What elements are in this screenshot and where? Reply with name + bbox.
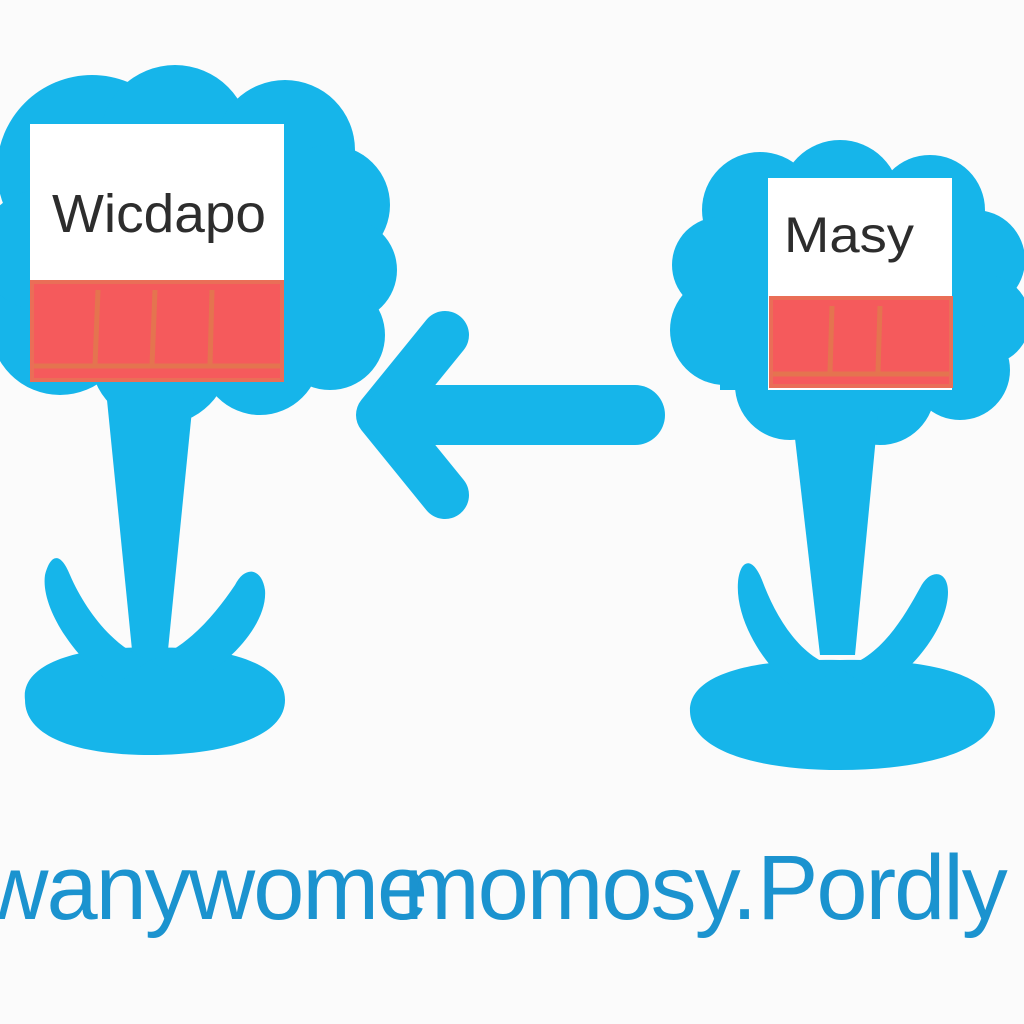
right-card: Masy [768, 178, 953, 390]
right-node: Masy [670, 140, 1024, 770]
arrow-left-icon [356, 311, 665, 519]
caption: wanywome momosy. Pordly [0, 838, 1024, 938]
right-card-band [769, 296, 953, 388]
caption-word-3: Pordly [757, 838, 1008, 938]
caption-word-2: momosy. [403, 838, 757, 938]
left-card: Wicdapo [30, 124, 284, 382]
left-card-band-dividers [34, 289, 280, 369]
left-node-label: Wicdapo [52, 184, 266, 244]
left-node: Wicdapo [0, 65, 397, 755]
right-card-band-dividers [773, 305, 949, 377]
caption-word-1: wanywome [0, 838, 428, 938]
right-node-label: Masy [784, 207, 914, 263]
